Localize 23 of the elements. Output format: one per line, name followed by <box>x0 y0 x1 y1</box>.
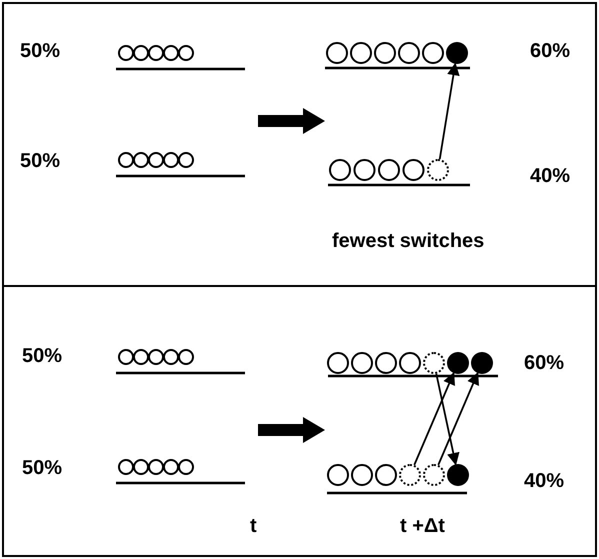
percentage-label: 40% <box>530 165 570 187</box>
dashed-circle <box>423 464 445 486</box>
percentage-label: 50% <box>20 40 60 62</box>
filled-circle <box>471 352 493 374</box>
panel-caption: fewest switches <box>332 230 484 252</box>
arrow <box>438 372 479 466</box>
percentage-label: 50% <box>22 457 62 479</box>
time-label: t <box>250 515 257 537</box>
filled-circle <box>447 352 469 374</box>
percentage-label: 60% <box>524 352 564 374</box>
percentage-label: 50% <box>20 150 60 172</box>
dashed-circle <box>427 159 449 181</box>
arrow <box>438 62 460 160</box>
dashed-circle <box>399 464 421 486</box>
percentage-label: 60% <box>530 40 570 62</box>
percentage-label: 40% <box>524 470 564 492</box>
time-label: t +Δt <box>400 515 445 537</box>
filled-circle <box>446 42 468 64</box>
arrow <box>435 374 460 466</box>
dashed-circle <box>423 352 445 374</box>
arrow <box>414 372 455 466</box>
percentage-label: 50% <box>22 345 62 367</box>
filled-circle <box>447 464 469 486</box>
